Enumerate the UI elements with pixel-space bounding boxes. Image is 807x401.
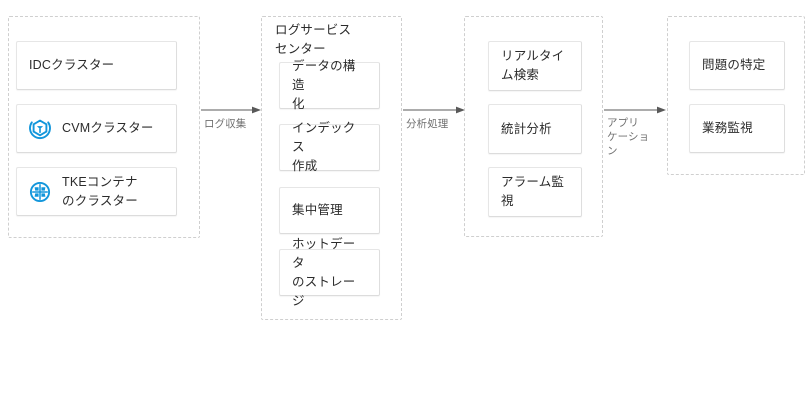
arrow-analysis-processing	[403, 105, 465, 115]
node-business-monitoring-label: 業務監視	[702, 121, 753, 135]
node-problem-identification-label: 問題の特定	[702, 58, 766, 72]
node-hot-data-storage[interactable]: ホットデータ のストレージ	[279, 237, 380, 308]
node-tke-cluster[interactable]: TKEコンテナ のクラスター	[16, 167, 177, 216]
node-tke-cluster-label: TKEコンテナ のクラスター	[62, 174, 138, 208]
node-idc-cluster[interactable]: IDCクラスター	[16, 41, 177, 90]
arrow-log-collection-label: ログ収集	[204, 118, 247, 130]
node-central-management[interactable]: 集中管理	[279, 187, 380, 234]
node-idc-cluster-label: IDCクラスター	[29, 58, 115, 72]
arrow-log-collection	[201, 105, 261, 115]
node-realtime-search[interactable]: リアルタイ ム検索	[488, 41, 582, 91]
arrow-application-label: アプリ ケーショ ン	[607, 117, 650, 157]
node-cvm-cluster[interactable]: CVMクラスター	[16, 104, 177, 153]
group-log-service-center	[261, 16, 402, 320]
node-alarm-monitoring[interactable]: アラーム監視	[488, 167, 582, 217]
node-data-structuring-label: データの構造 化	[292, 59, 356, 111]
node-statistical-analysis-label: 統計分析	[501, 121, 552, 136]
node-index-creation-label: インデックス 作成	[292, 121, 356, 173]
group-applications	[667, 16, 805, 175]
group-log-service-center-title: ログサービス センター	[275, 23, 352, 56]
node-central-management-label: 集中管理	[292, 203, 343, 217]
arrow-analysis-processing-label: 分析処理	[406, 118, 449, 130]
node-business-monitoring[interactable]: 業務監視	[689, 104, 785, 153]
group-analysis	[464, 16, 603, 237]
cvm-icon	[27, 116, 53, 142]
tke-icon	[27, 179, 53, 205]
node-index-creation[interactable]: インデックス 作成	[279, 121, 380, 173]
node-statistical-analysis[interactable]: 統計分析	[488, 104, 582, 154]
node-problem-identification[interactable]: 問題の特定	[689, 41, 785, 90]
node-cvm-cluster-label: CVMクラスター	[62, 121, 154, 135]
group-sources	[8, 16, 200, 238]
node-data-structuring[interactable]: データの構造 化	[279, 59, 380, 111]
node-realtime-search-label: リアルタイ ム検索	[501, 49, 565, 82]
node-hot-data-storage-label: ホットデータ のストレージ	[292, 236, 356, 308]
node-alarm-monitoring-label: アラーム監視	[501, 175, 565, 208]
arrow-application	[604, 105, 666, 115]
